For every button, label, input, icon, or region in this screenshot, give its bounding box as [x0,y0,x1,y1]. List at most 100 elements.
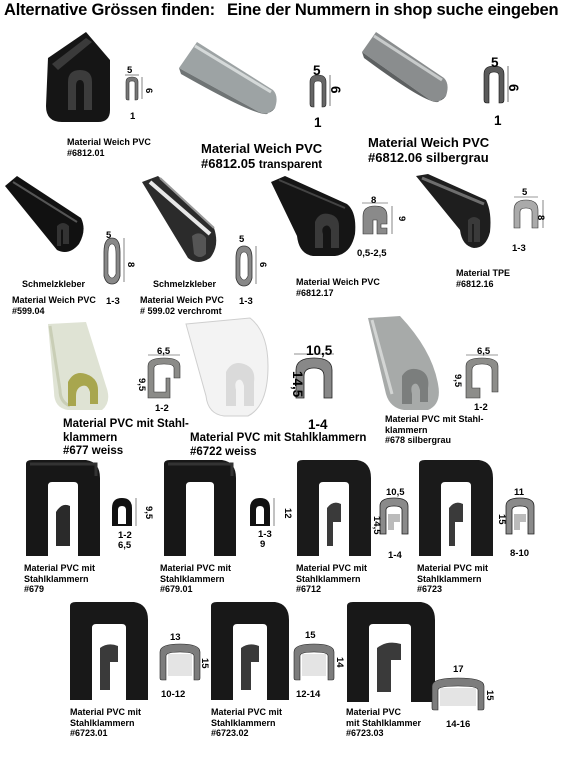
dim-thickness: 1 [314,115,322,130]
dim-height: 6 [257,262,268,268]
material-line: Stahlklammern [211,717,276,728]
profile-diagram [250,498,275,526]
product-number: # 599.02 [140,305,176,316]
material-line: Material PVC [346,707,402,717]
product-label-678: Material PVC mit Stahl- klammern #678 si… [385,414,484,446]
dim-height: 6 [506,84,521,92]
edge-trim-photo [419,460,493,556]
product-label-6812-16: Material TPE #6812.16 [456,268,510,289]
product-number: #6723.02 [211,728,249,739]
material-line: Material PVC mit [70,707,142,717]
header-right: Eine der Nummern in shop suche eingeben [226,1,559,19]
product-label-6812-17: Material Weich PVC #6812.17 [296,277,380,298]
material-text: Material TPE [456,268,511,278]
product-number: #6722 weiss [190,445,257,458]
material-line: Material PVC mit [417,563,489,573]
material-line: Stahlklammern [296,573,361,584]
material-text: Material PVC mit Stahlklammern [190,432,367,444]
product-number: #6812.16 [456,278,494,289]
edge-trim-photo [164,460,236,556]
dim-width: 5 [522,187,528,198]
dim-width: 10,5 [386,487,405,498]
dim-thickness: 1 [130,111,136,122]
dim-thickness: 10-12 [161,689,186,700]
profile-diagram [362,202,393,235]
profile-diagram [505,497,535,535]
dim-width: 11 [514,487,525,498]
dim-width: 5 [491,55,499,70]
product-label-6723-02: Material PVC mit Stahlklammern #6723.02 [211,707,282,739]
edge-trim-photo [142,176,217,262]
edge-trim-photo [362,32,448,103]
product-label-6723-03: Material PVC mit Stahlklammer #6723.03 [346,707,421,739]
dim-thickness: 1-3 [512,243,526,254]
material-line: klammern [63,431,118,444]
material-line: Stahlklammern [70,717,135,728]
product-number: #679.01 [160,584,193,595]
material-line: Material PVC mit [160,563,232,573]
product-label-6812-06: Material Weich PVC #6812.06 silbergrau [368,135,489,166]
dim-width: 10,5 [306,343,333,358]
product-number: #6723.01 [70,728,108,739]
dim-height: 6 [328,86,343,94]
product-label-679: Material PVC mit Stahlklammern #679 [24,563,95,595]
product-number: #6812.17 [296,287,334,298]
dim-height: 8 [535,215,546,221]
profile-diagram [159,643,201,681]
adhesive-tag: Schmelzkleber [153,279,217,289]
dim-height: 12 [282,508,293,519]
material-line: mit Stahlklammer [346,717,422,728]
product-number: #6812.01 [67,147,105,158]
dim-width: 5 [106,230,112,241]
product-label-679-01: Material PVC mit Stahlklammern #679.01 [160,563,231,595]
product-label-677: Material PVC mit Stahl- klammern #677 we… [63,418,189,459]
product-suffix: verchromt [177,305,222,316]
profile-diagram [513,196,544,229]
dim-height: 9 [396,216,407,222]
dim-height: 9,5 [452,374,463,388]
page-header: Alternative Grössen finden: Eine der Numm… [4,1,559,20]
product-label-6812-05: Material Weich PVC #6812.05 transparent [201,141,322,173]
dim-width: 17 [453,664,464,675]
material-line: Material PVC mit Stahl- [63,418,189,430]
dim-height: 9,5 [136,378,147,392]
header-left: Alternative Grössen finden: [4,1,215,19]
material-text: Material Weich PVC [12,295,96,305]
dim-height: 9,5 [143,506,154,520]
profile-diagram [465,354,499,399]
dim-width: 9 [260,539,266,550]
dim-thickness: 1-2 [118,530,132,541]
product-number: #599.04 [12,305,45,316]
dim-thickness: 1-4 [308,417,328,432]
dim-thickness: 1-4 [388,550,402,561]
dim-width: 8 [371,195,377,206]
profile-diagram [431,677,485,711]
product-label-6722: Material PVC mit Stahlklammern #6722 wei… [190,432,366,459]
dim-thickness: 1 [494,113,502,128]
product-suffix: silbergrau [425,150,489,166]
edge-trim-photo [70,602,148,700]
dim-thickness: 8-10 [510,548,530,559]
product-number: #6723.03 [346,728,384,739]
material-line: Material PVC mit [211,707,283,717]
edge-trim-photo [416,174,491,248]
dim-width: 6,5 [157,346,171,357]
edge-trim-photo [297,460,371,556]
product-label-599-02: Material Weich PVC # 599.02 verchromt [140,295,224,316]
product-number: #6723 [417,584,443,595]
profile-diagram [483,65,509,104]
dim-height: 15 [484,690,495,701]
dim-width: 6,5 [118,540,132,551]
product-number: #677 weiss [63,445,124,458]
product-number: #679 [24,584,45,595]
edge-trim-photo [26,460,100,556]
profile-diagram [293,643,335,681]
material-line: Material PVC mit Stahl- [385,414,484,424]
material-text: Material Weich PVC [296,277,380,287]
dim-width: 5 [239,234,245,245]
dim-height: 8 [125,262,136,268]
material-line: Material PVC mit [24,563,96,573]
material-text: Material Weich PVC [368,135,490,150]
product-number: #6812.06 [368,150,423,166]
edge-trim-photo [46,32,110,122]
